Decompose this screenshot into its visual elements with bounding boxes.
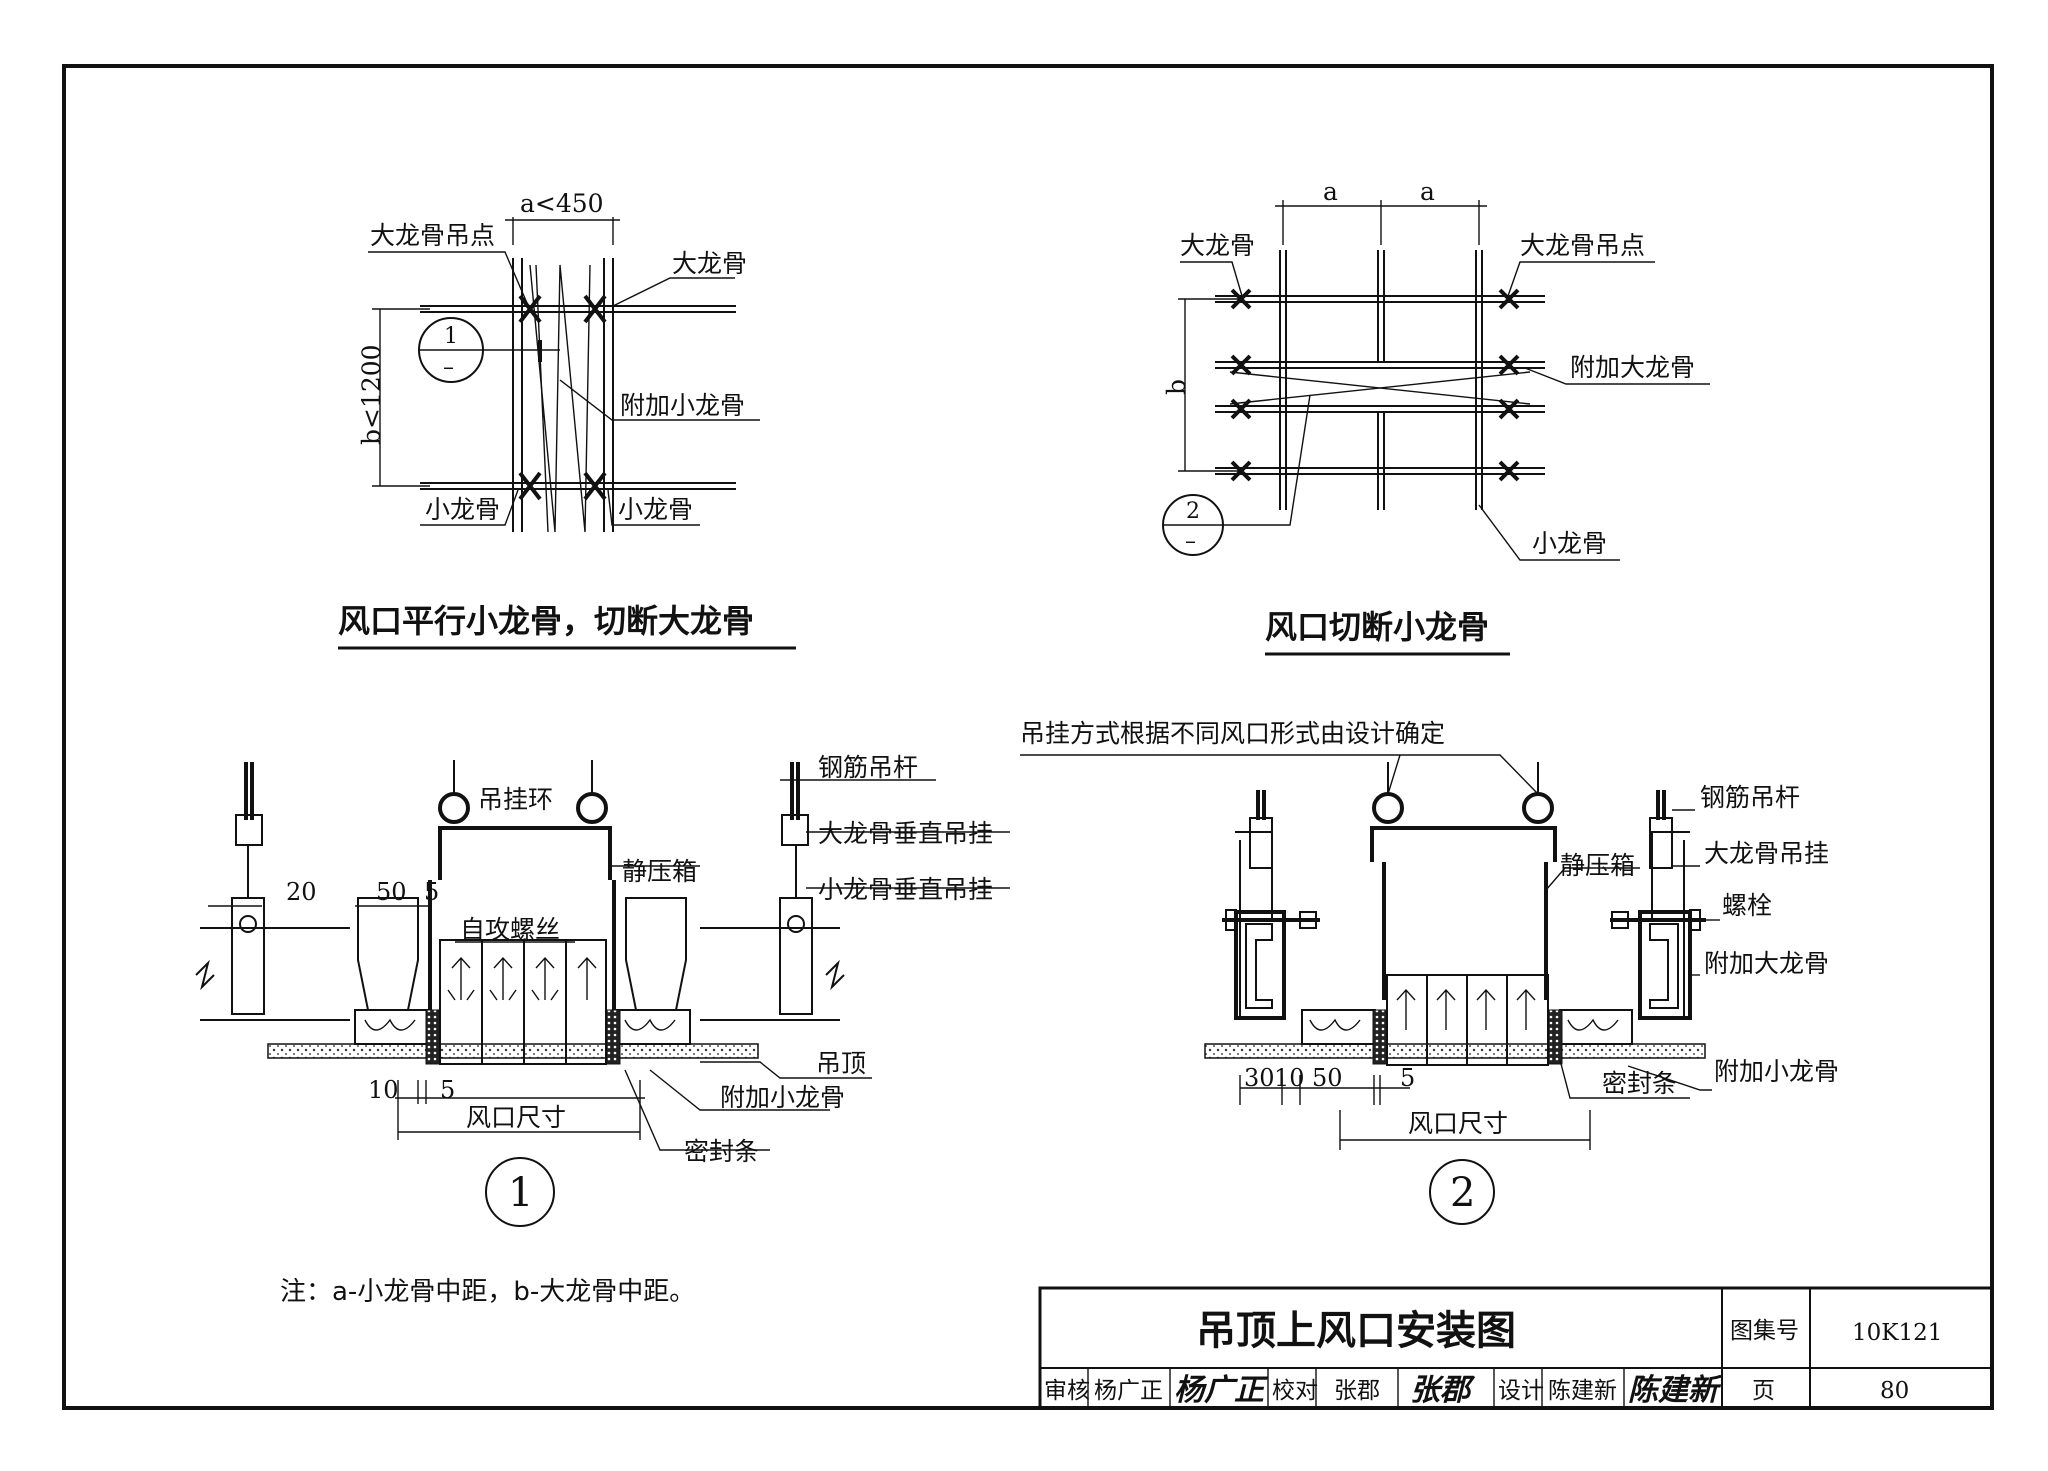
- s1-dim-5-top: 5: [424, 878, 439, 906]
- s1-label-outlet-size: 风口尺寸: [466, 1103, 566, 1132]
- plan-right: [1162, 200, 1710, 561]
- ref1-denominator: –: [443, 355, 454, 380]
- atlas-value: 10K121: [1852, 1320, 1942, 1346]
- sheet-border: [62, 64, 1994, 1410]
- section-2: [1020, 754, 1720, 1225]
- s2-label-rebar-rod: 钢筋吊杆: [1700, 783, 1800, 812]
- s1-label-main-vertical: 大龙骨垂直吊挂: [818, 819, 993, 848]
- designer-signature: 陈建新: [1628, 1373, 1723, 1408]
- s1-label-static-box: 静压箱: [622, 857, 697, 886]
- s1-label-extra-small-keel: 附加小龙骨: [720, 1083, 845, 1112]
- s1-circle-number: 1: [508, 1170, 533, 1216]
- s2-label-outlet-size: 风口尺寸: [1408, 1109, 1508, 1138]
- label-small-keel-right-plan: 小龙骨: [1532, 529, 1607, 558]
- title-block: [1038, 1286, 1994, 1410]
- checker-signature: 张郡: [1410, 1373, 1476, 1408]
- section-1: [195, 760, 1010, 1227]
- s2-label-main-hang: 大龙骨吊挂: [1704, 839, 1829, 868]
- label-main-keel: 大龙骨: [672, 249, 747, 278]
- label-small-keel-right: 小龙骨: [618, 495, 693, 524]
- label-small-keel-left: 小龙骨: [425, 495, 500, 524]
- review-label: 审核: [1044, 1378, 1090, 1404]
- s1-label-small-vertical: 小龙骨垂直吊挂: [818, 875, 993, 904]
- s1-label-rebar-rod: 钢筋吊杆: [818, 753, 918, 782]
- dim-b-label: b<1200: [357, 344, 386, 445]
- title-block-title: 吊顶上风口安装图: [1196, 1308, 1516, 1354]
- s1-dim-10: 10: [368, 1076, 399, 1104]
- s1-dim-20: 20: [286, 878, 317, 906]
- ref2-denominator: –: [1185, 529, 1196, 554]
- ref2-number: 2: [1186, 499, 1200, 524]
- note-text: 注：a-小龙骨中距，b-大龙骨中距。: [280, 1277, 695, 1307]
- s2-dim-10: 10: [1274, 1064, 1305, 1092]
- reviewer-name: 杨广正: [1094, 1378, 1163, 1404]
- s1-dim-5-bottom: 5: [440, 1076, 455, 1104]
- ref1-number: 1: [444, 324, 458, 349]
- s2-label-extra-small-keel: 附加小龙骨: [1714, 1057, 1839, 1086]
- design-label: 设计: [1498, 1378, 1544, 1404]
- s1-label-seal: 密封条: [684, 1137, 759, 1166]
- s2-circle-number: 2: [1450, 1170, 1475, 1216]
- label-extra-main-keel: 附加大龙骨: [1570, 353, 1695, 382]
- dim-a-label: a<450: [520, 189, 604, 218]
- page-value: 80: [1880, 1378, 1909, 1404]
- s2-dim-30: 30: [1244, 1064, 1275, 1092]
- s2-label-seal: 密封条: [1602, 1069, 1677, 1098]
- designer-name: 陈建新: [1548, 1378, 1617, 1404]
- label-main-hanger-right: 大龙骨吊点: [1520, 231, 1645, 260]
- dim-a1-label: a: [1323, 177, 1338, 206]
- s1-label-hang-ring: 吊挂环: [478, 785, 553, 814]
- atlas-label: 图集号: [1730, 1318, 1799, 1344]
- check-label: 校对: [1272, 1378, 1318, 1404]
- s2-dim-5: 5: [1400, 1064, 1415, 1092]
- s1-label-ceiling: 吊顶: [816, 1049, 866, 1078]
- dim-a2-label: a: [1420, 177, 1435, 206]
- s2-label-hang-method: 吊挂方式根据不同风口形式由设计确定: [1020, 719, 1445, 748]
- reviewer-signature: 杨广正: [1174, 1373, 1268, 1408]
- s2-label-extra-main-keel: 附加大龙骨: [1704, 949, 1829, 978]
- s1-dim-50: 50: [376, 878, 407, 906]
- plan-left: [368, 217, 760, 533]
- s2-label-bolt: 螺栓: [1722, 891, 1772, 920]
- page-label: 页: [1752, 1378, 1775, 1404]
- s2-label-static-box: 静压箱: [1560, 851, 1635, 880]
- s2-dim-50: 50: [1312, 1064, 1343, 1092]
- s1-label-screw: 自攻螺丝: [460, 915, 560, 944]
- title-left-plan: 风口平行小龙骨，切断大龙骨: [338, 602, 754, 640]
- title-right-plan: 风口切断小龙骨: [1265, 608, 1489, 646]
- label-main-hanger: 大龙骨吊点: [370, 221, 495, 250]
- label-main-keel-right: 大龙骨: [1180, 231, 1255, 260]
- dim-b-label-right: b: [1162, 379, 1191, 395]
- checker-name: 张郡: [1334, 1378, 1380, 1404]
- label-extra-small-keel: 附加小龙骨: [620, 391, 745, 420]
